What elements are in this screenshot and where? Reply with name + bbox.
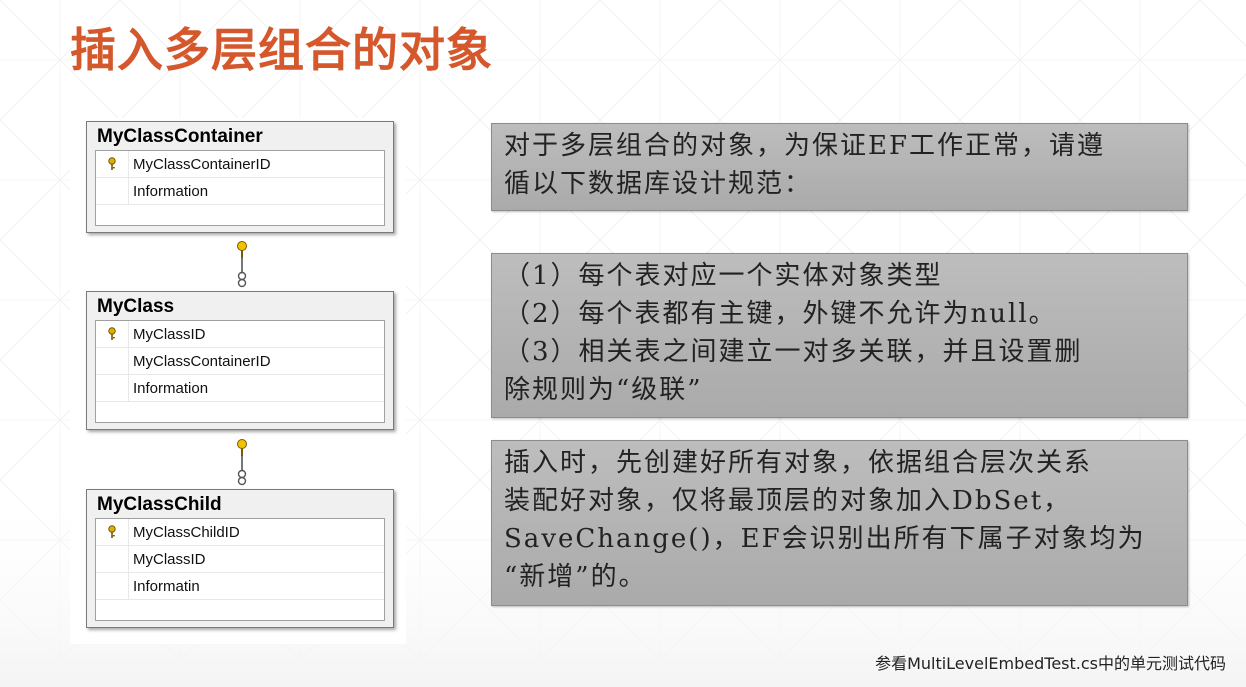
column-row[interactable]: MyClassID bbox=[96, 321, 384, 348]
column-name: Information bbox=[133, 182, 209, 200]
relationship-line[interactable] bbox=[232, 434, 252, 490]
table-name: MyClass bbox=[97, 296, 175, 317]
text-box-intro: 对于多层组合的对象，为保证EF工作正常，请遵 循以下数据库设计规范： bbox=[491, 123, 1188, 211]
box-line: 装配好对象，仅将最顶层的对象加入DbSet， bbox=[504, 486, 1072, 516]
column-row[interactable]: MyClassID bbox=[96, 546, 384, 573]
key-placeholder bbox=[96, 573, 129, 599]
empty-row bbox=[96, 600, 384, 620]
box-line: （3）相关表之间建立一对多关联，并且设置删 bbox=[504, 337, 1083, 367]
key-placeholder bbox=[96, 178, 129, 204]
relationship-line[interactable] bbox=[232, 236, 252, 292]
column-name: MyClassChildID bbox=[133, 523, 240, 541]
column-row[interactable]: MyClassContainerID bbox=[96, 151, 384, 178]
box-line: （1）每个表对应一个实体对象类型 bbox=[504, 261, 943, 291]
box-line: （2）每个表都有主键，外键不允许为null。 bbox=[504, 299, 1057, 329]
key-placeholder bbox=[96, 375, 129, 401]
column-name: MyClassContainerID bbox=[133, 352, 271, 370]
box-line: 循以下数据库设计规范： bbox=[504, 169, 813, 199]
slide-title: 插入多层组合的对象 bbox=[70, 23, 493, 77]
table-columns: MyClassID MyClassContainerID Information bbox=[95, 320, 385, 423]
column-name: MyClassID bbox=[133, 325, 206, 343]
column-name: Informatin bbox=[133, 577, 200, 595]
empty-row bbox=[96, 402, 384, 422]
key-icon bbox=[96, 519, 129, 545]
table-name: MyClassChild bbox=[97, 494, 222, 515]
key-icon bbox=[96, 151, 129, 177]
infinity-icon bbox=[237, 271, 247, 288]
box-line: “新增”的。 bbox=[504, 562, 647, 592]
key-icon bbox=[96, 321, 129, 347]
column-row[interactable]: MyClassChildID bbox=[96, 519, 384, 546]
box-line: 插入时，先创建好所有对象，依据组合层次关系 bbox=[504, 448, 1093, 478]
column-row[interactable]: Information bbox=[96, 375, 384, 402]
column-row[interactable]: MyClassContainerID bbox=[96, 348, 384, 375]
empty-row bbox=[96, 205, 384, 225]
infinity-icon bbox=[237, 469, 247, 486]
box-line: 除规则为“级联” bbox=[504, 375, 703, 405]
column-name: MyClassID bbox=[133, 550, 206, 568]
key-placeholder bbox=[96, 348, 129, 374]
column-row[interactable]: Informatin bbox=[96, 573, 384, 600]
table-myclass[interactable]: MyClass MyClassID MyClassContainerID Inf… bbox=[86, 291, 394, 430]
footnote: 参看MultiLevelEmbedTest.cs中的单元测试代码 bbox=[875, 654, 1226, 673]
key-placeholder bbox=[96, 546, 129, 572]
key-icon bbox=[237, 439, 247, 456]
column-name: MyClassContainerID bbox=[133, 155, 271, 173]
table-myclasscontainer[interactable]: MyClassContainer MyClassContainerID Info… bbox=[86, 121, 394, 233]
text-box-rules: （1）每个表对应一个实体对象类型 （2）每个表都有主键，外键不允许为null。 … bbox=[491, 253, 1188, 418]
column-name: Information bbox=[133, 379, 209, 397]
box-line: SaveChange()，EF会识别出所有下属子对象均为 bbox=[504, 524, 1146, 554]
box-line: 对于多层组合的对象，为保证EF工作正常，请遵 bbox=[504, 131, 1106, 161]
column-row[interactable]: Information bbox=[96, 178, 384, 205]
text-box-insert: 插入时，先创建好所有对象，依据组合层次关系 装配好对象，仅将最顶层的对象加入Db… bbox=[491, 440, 1188, 606]
table-name: MyClassContainer bbox=[97, 126, 263, 147]
table-columns: MyClassChildID MyClassID Informatin bbox=[95, 518, 385, 621]
key-icon bbox=[237, 241, 247, 258]
table-myclasschild[interactable]: MyClassChild MyClassChildID MyClassID In… bbox=[86, 489, 394, 628]
table-columns: MyClassContainerID Information bbox=[95, 150, 385, 226]
